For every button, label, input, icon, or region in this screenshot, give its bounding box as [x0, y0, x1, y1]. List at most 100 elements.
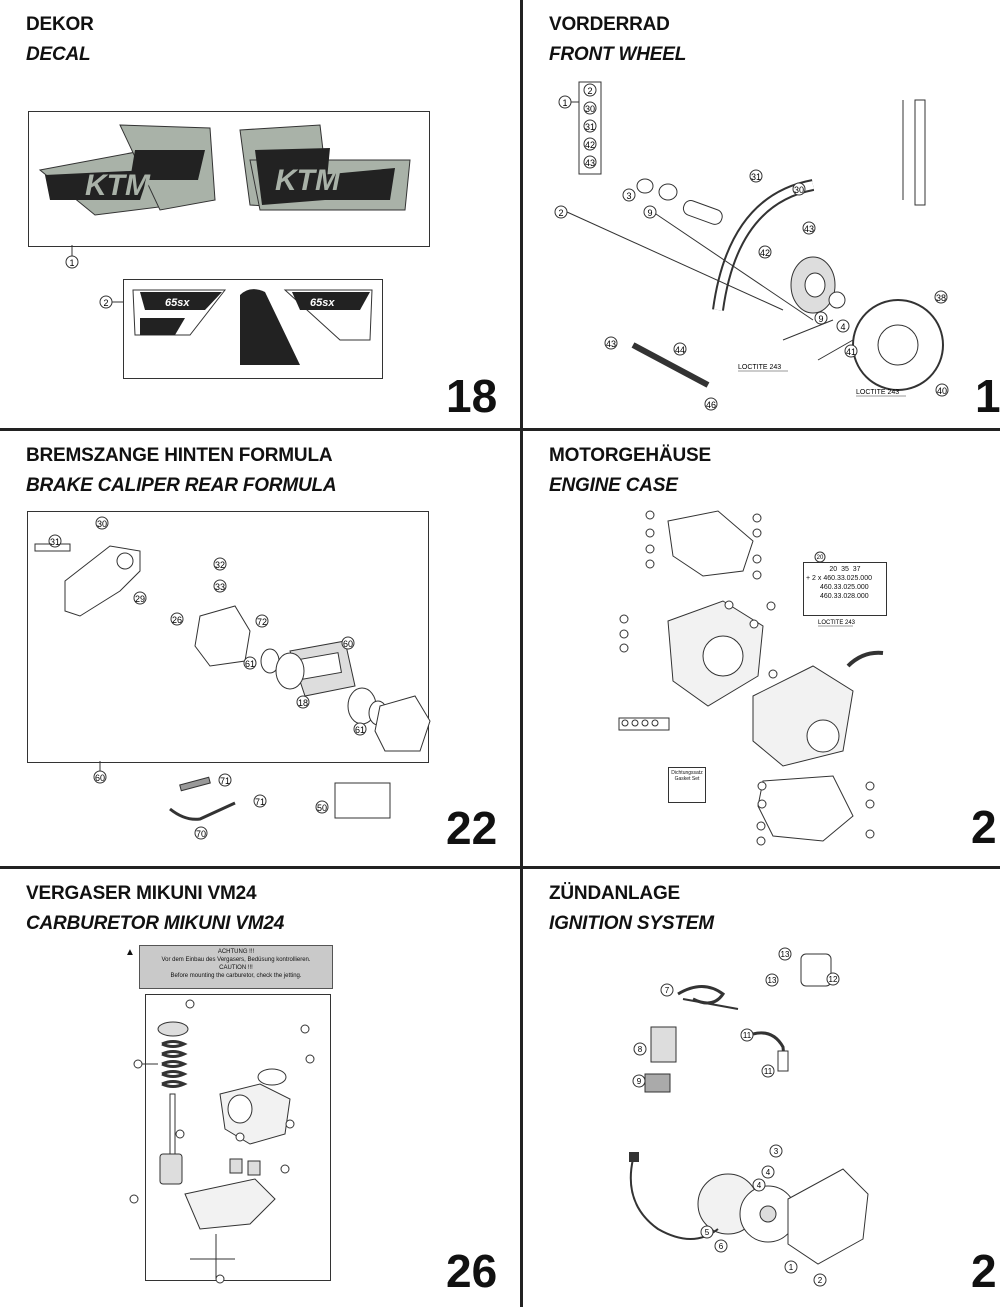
info-line: + 2 x 460.33.025.000	[806, 575, 872, 582]
warning-line: ACHTUNG !!!	[217, 949, 255, 955]
info-line: 460.33.028.000	[820, 593, 869, 600]
page-number: 1	[975, 370, 1000, 422]
callout: 1	[69, 258, 74, 268]
loctite-label: LOCTITE 243	[738, 364, 781, 371]
callout: 8	[638, 1045, 643, 1054]
callout: 31	[50, 537, 60, 547]
warning-symbol: ▲	[125, 947, 135, 958]
callout: 70	[196, 829, 206, 839]
callout: 29	[135, 594, 145, 604]
panel-title-de: DEKOR	[26, 14, 94, 35]
brake-caliper-illustration: 30 31 29 26 32 33 72 60 61 18 61 60 71 7…	[34, 516, 431, 840]
loctite-label: LOCTITE 243	[818, 620, 856, 626]
callout: 1	[789, 1263, 794, 1272]
callout: 43	[606, 339, 616, 349]
callout: 60	[343, 639, 353, 649]
panel-engine-case[interactable]: MOTORGEHÄUSE ENGINE CASE 20 35 37 + 2 x …	[523, 431, 1000, 866]
callout: 18	[298, 698, 308, 708]
horizontal-divider-2	[0, 866, 1000, 869]
callout: 3	[774, 1147, 779, 1156]
callout: 2	[103, 298, 108, 308]
info-number: 20	[829, 566, 838, 573]
callout: 9	[818, 314, 823, 324]
panel-title-de: BREMSZANGE HINTEN FORMULA	[26, 445, 333, 466]
callout: 32	[215, 560, 225, 570]
callout: 9	[647, 208, 652, 218]
warning-line: Before mounting the carburetor, check th…	[170, 973, 302, 979]
gasket-set-box: Dichtungssatz Gasket Set	[668, 767, 706, 803]
callout: 60	[95, 773, 105, 783]
callout: 5	[705, 1228, 710, 1237]
callout: 13	[781, 950, 790, 959]
panel-title-de: VORDERRAD	[549, 14, 670, 35]
decal-logo-right: KTM	[275, 164, 341, 197]
callout: 3	[626, 191, 631, 201]
callout: 4	[840, 322, 845, 332]
part-number-box: 20 35 37 + 2 x 460.33.025.000 460.33.025…	[803, 562, 887, 616]
panel-title-de: MOTORGEHÄUSE	[549, 445, 711, 466]
callout: 30	[97, 519, 107, 529]
callout: 30	[794, 185, 804, 195]
callout: 6	[719, 1242, 724, 1251]
gasket-label: Dichtungssatz Gasket Set	[671, 770, 703, 782]
callout: 43	[804, 224, 814, 234]
callout: 40	[937, 386, 947, 396]
info-number: 35	[841, 566, 849, 573]
callout: 20	[817, 555, 824, 561]
callout: 7	[665, 986, 670, 995]
callout: 42	[585, 140, 595, 150]
callout: 42	[760, 248, 770, 258]
callout: 31	[751, 172, 761, 182]
callout: 2	[818, 1276, 823, 1285]
callout: 9	[637, 1077, 642, 1086]
callout: 46	[706, 400, 716, 410]
badge-right: 65sx	[310, 297, 335, 309]
callout: 1	[562, 98, 567, 108]
decal-logo-left: KTM	[85, 169, 151, 202]
callout: 50	[317, 803, 327, 813]
panel-carburetor[interactable]: VERGASER MIKUNI VM24 CARBURETOR MIKUNI V…	[0, 869, 520, 1307]
vertical-divider	[520, 0, 523, 1307]
panel-title-de: VERGASER MIKUNI VM24	[26, 883, 257, 904]
carburetor-illustration	[129, 999, 315, 1284]
panel-title-en: ENGINE CASE	[549, 475, 678, 496]
panel-brake-caliper[interactable]: BREMSZANGE HINTEN FORMULA BRAKE CALIPER …	[0, 431, 520, 866]
callout: 33	[215, 582, 225, 592]
callout: 2	[558, 208, 563, 218]
warning-box: ACHTUNG !!! Vor dem Einbau des Vergasers…	[139, 945, 333, 989]
callout: 41	[846, 347, 856, 357]
loctite-label: LOCTITE 243	[856, 389, 899, 396]
callout: 11	[764, 1067, 773, 1076]
panel-decal[interactable]: DEKOR DECAL KTM KTM 65sx 65sx	[0, 0, 520, 428]
panel-title-de: ZÜNDANLAGE	[549, 883, 680, 904]
horizontal-divider-1	[0, 428, 1000, 431]
page-number: 26	[446, 1245, 498, 1297]
callout: 43	[585, 158, 595, 168]
panel-front-wheel[interactable]: VORDERRAD FRONT WHEEL 1 2 30 31 42 43	[523, 0, 1000, 428]
callout: 26	[172, 615, 182, 625]
panel-title-en: IGNITION SYSTEM	[549, 913, 714, 934]
ignition-illustration: 7 13 13 12 8 9 11 11 3 4 4 6 5 1 2	[629, 947, 869, 1287]
callout: 13	[768, 976, 777, 985]
callout: 4	[757, 1181, 762, 1190]
warning-line: CAUTION !!!	[219, 965, 253, 971]
callout: 12	[829, 975, 838, 984]
callout: 71	[220, 776, 230, 786]
callout: 61	[355, 725, 365, 735]
callout: 31	[585, 122, 595, 132]
panel-ignition[interactable]: ZÜNDANLAGE IGNITION SYSTEM 7	[523, 869, 1000, 1307]
badge-left: 65sx	[165, 297, 190, 309]
panel-title-en: BRAKE CALIPER REAR FORMULA	[26, 475, 337, 496]
page-number: 2	[971, 801, 997, 853]
callout: 4	[766, 1168, 771, 1177]
front-wheel-illustration: 1 2 30 31 42 43	[554, 81, 949, 411]
warning-line: Vor dem Einbau des Vergasers, Bedüsung k…	[161, 957, 311, 963]
info-number: 37	[852, 566, 861, 573]
callout: 72	[257, 617, 267, 627]
info-line: 460.33.025.000	[820, 584, 869, 591]
decal-illustration: KTM KTM 65sx 65sx 1 2	[38, 124, 411, 365]
callout: 71	[255, 797, 265, 807]
panel-title-en: DECAL	[26, 44, 91, 65]
panel-title-en: FRONT WHEEL	[549, 44, 687, 65]
